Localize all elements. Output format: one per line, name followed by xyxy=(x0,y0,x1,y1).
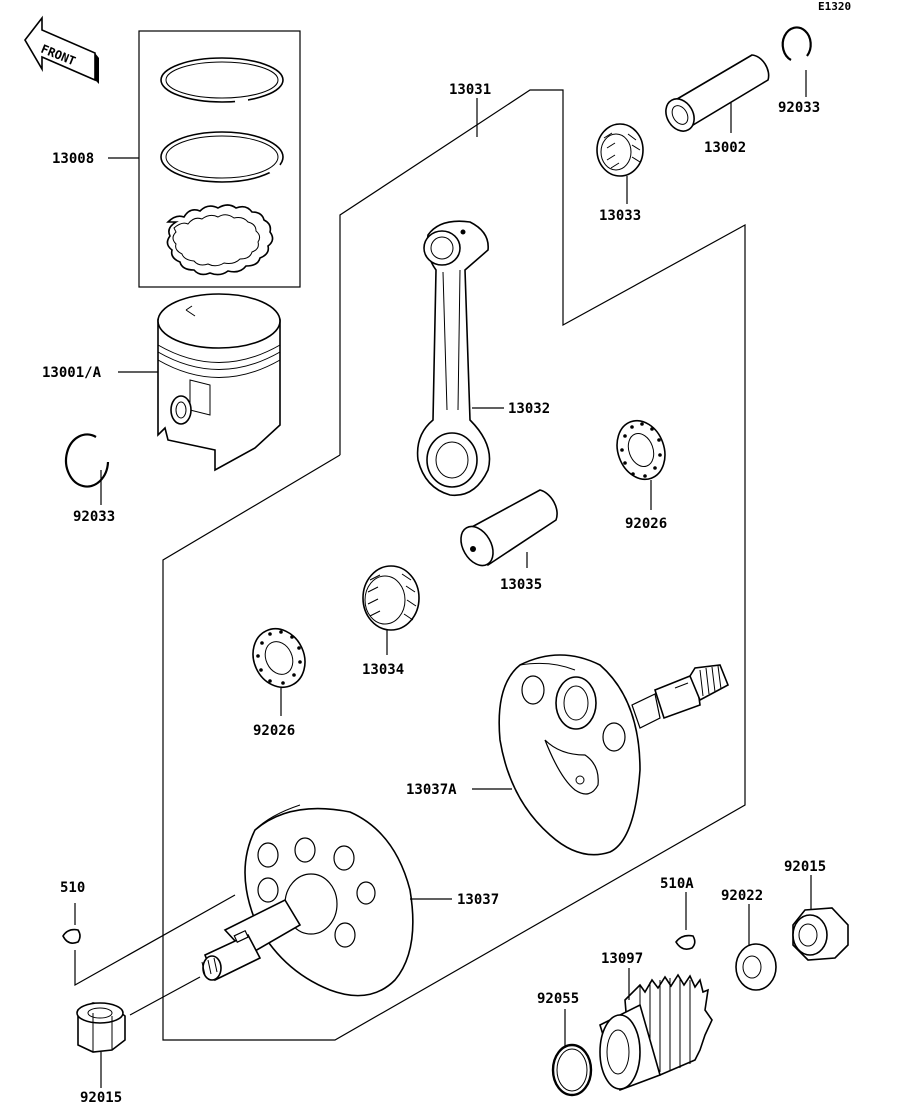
label-thrust-washer-left: 92026 xyxy=(253,723,295,739)
label-big-end-bearing: 13034 xyxy=(362,662,404,678)
piston[interactable] xyxy=(157,293,281,472)
label-nut-right: 92015 xyxy=(784,859,826,875)
circlip-right[interactable] xyxy=(781,26,812,61)
label-gear: 13097 xyxy=(601,951,643,967)
small-end-bearing[interactable] xyxy=(596,123,644,177)
flywheel-right[interactable] xyxy=(498,654,730,856)
flywheel-left[interactable] xyxy=(201,804,414,997)
label-assembly-bracket: 13031 xyxy=(449,82,491,98)
label-key-left: 510 xyxy=(60,880,85,896)
front-arrow-icon: FRONT xyxy=(24,15,99,84)
thrust-washer-right[interactable] xyxy=(609,414,673,486)
nut-right[interactable] xyxy=(792,907,849,961)
gear[interactable] xyxy=(599,973,713,1092)
label-nut-left: 92015 xyxy=(80,1090,122,1103)
connecting-rod[interactable] xyxy=(416,220,491,497)
label-key-right: 510A xyxy=(660,876,694,892)
piston-ring-set[interactable] xyxy=(160,57,284,276)
key-left[interactable] xyxy=(62,928,81,944)
washer-right[interactable] xyxy=(735,943,777,991)
big-end-bearing[interactable] xyxy=(362,565,420,631)
label-crank-pin: 13035 xyxy=(500,577,542,593)
label-washer-right: 92022 xyxy=(721,888,763,904)
label-o-ring: 92055 xyxy=(537,991,579,1007)
label-circlip-left: 92033 xyxy=(73,509,115,525)
diagram-code: E1320 xyxy=(818,0,851,13)
nut-left[interactable] xyxy=(76,1002,126,1053)
label-piston: 13001/A xyxy=(42,365,102,381)
label-connecting-rod: 13032 xyxy=(508,401,550,417)
o-ring[interactable] xyxy=(551,1043,593,1097)
label-rings: 13008 xyxy=(52,151,94,167)
key-right[interactable] xyxy=(675,934,696,950)
label-piston-pin: 13002 xyxy=(704,140,746,156)
circlip-left[interactable] xyxy=(64,433,110,488)
label-flywheel-right: 13037A xyxy=(406,782,457,798)
crank-pin[interactable] xyxy=(454,489,558,571)
label-thrust-washer-right: 92026 xyxy=(625,516,667,532)
label-flywheel-left: 13037 xyxy=(457,892,499,908)
label-circlip-right: 92033 xyxy=(778,100,820,116)
ring-set-box xyxy=(138,30,301,288)
assembly-bracket xyxy=(162,89,746,1041)
label-small-end-bearing: 13033 xyxy=(599,208,641,224)
piston-pin[interactable] xyxy=(660,54,770,136)
thrust-washer-left[interactable] xyxy=(244,620,315,696)
